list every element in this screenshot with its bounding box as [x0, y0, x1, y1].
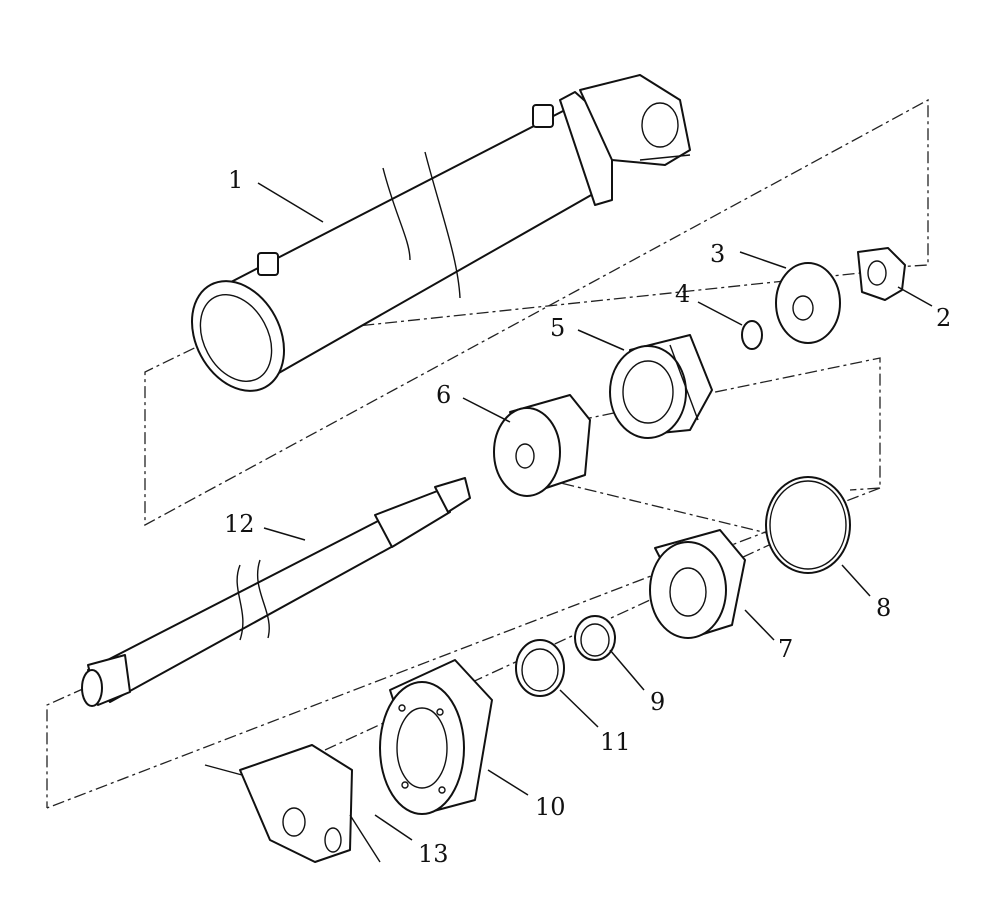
- callout-11: 11: [600, 728, 631, 756]
- part-6-gland: [493, 394, 591, 497]
- callout-labels: 1 2 3 4 5 6 7 8 9 10 11 12 13: [224, 166, 951, 868]
- callout-2: 2: [936, 304, 951, 332]
- callout-4: 4: [675, 280, 690, 308]
- part-10-end-cap: [379, 659, 493, 815]
- part-4-o-ring: [741, 320, 763, 350]
- part-13-clevis: [204, 744, 381, 863]
- part-12-piston-rod: [81, 477, 471, 707]
- callout-1: 1: [228, 166, 243, 194]
- callout-5: 5: [550, 314, 565, 342]
- part-1-cylinder-barrel: [190, 74, 691, 392]
- callout-6: 6: [436, 381, 451, 409]
- part-11-seal: [515, 639, 565, 697]
- part-5-piston: [609, 334, 713, 439]
- part-8-o-ring: [765, 476, 851, 574]
- callout-9: 9: [650, 688, 665, 716]
- callout-8: 8: [876, 594, 891, 622]
- callout-3: 3: [710, 240, 725, 268]
- part-9-seal: [574, 615, 616, 661]
- callout-13: 13: [418, 840, 449, 868]
- callout-7: 7: [778, 635, 793, 663]
- callout-leaders: [257, 182, 933, 841]
- part-2-hex-nut: [857, 247, 906, 301]
- callout-12: 12: [224, 510, 255, 538]
- callout-10: 10: [535, 793, 566, 821]
- part-3-washer: [775, 262, 841, 344]
- part-7-cap: [649, 529, 746, 639]
